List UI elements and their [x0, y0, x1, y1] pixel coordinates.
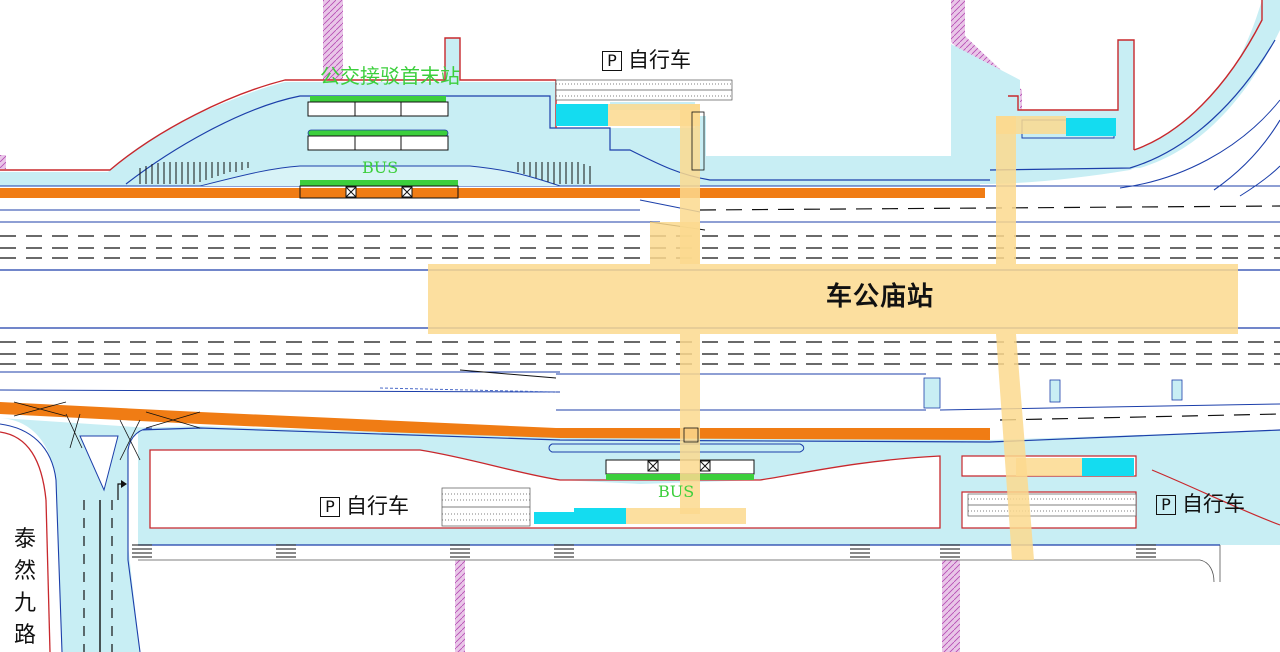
bike-parking-southeast[interactable]: P 自行车 [1156, 494, 1245, 515]
vent-shaft-south [683, 427, 699, 443]
parking-icon: P [602, 50, 622, 71]
bus-terminal-platforms [139, 96, 591, 199]
bus-lanes [0, 188, 990, 440]
north-east-sidewalk [989, 0, 1280, 197]
road-name-label: 泰然九路 [13, 527, 36, 648]
bike-parking-label: 自行车 [628, 48, 691, 72]
side-road [0, 401, 201, 652]
bus-terminal-label: 公交接驳首末站 [320, 64, 460, 88]
station-structure [428, 104, 1238, 560]
road-markers [923, 377, 1183, 409]
bike-parking-label: 自行车 [346, 494, 409, 518]
crossing-marks [132, 544, 1156, 558]
parking-icon: P [1156, 494, 1176, 515]
bike-parking-north[interactable]: P 自行车 [602, 50, 691, 71]
bike-parking-label: 自行车 [1182, 492, 1245, 516]
bike-parking-southwest[interactable]: P 自行车 [320, 496, 409, 517]
bus-stop-label-north: BUS [362, 158, 399, 177]
vent-shaft [691, 111, 705, 171]
bike-areas [534, 104, 1134, 524]
parking-icon: P [320, 496, 340, 517]
bus-stop-label-south: BUS [658, 482, 695, 501]
station-name-label[interactable]: 车公庙站 [826, 282, 935, 312]
